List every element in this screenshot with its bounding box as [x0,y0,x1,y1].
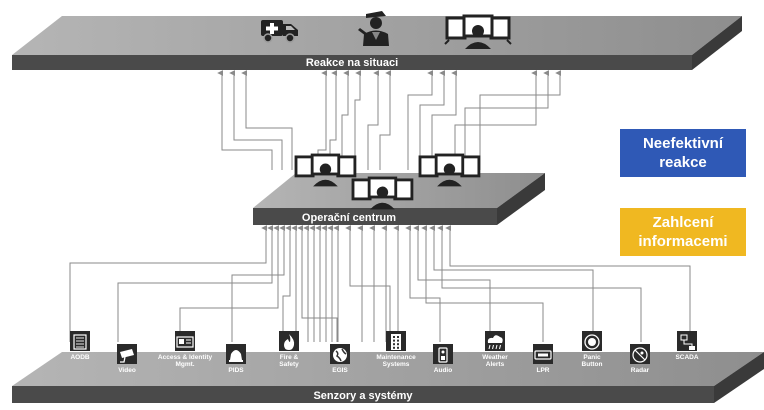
sensor-label: Video [118,367,136,374]
connector-arrow [379,70,392,170]
connector-arrow [429,225,594,342]
connector-arrow [445,225,691,342]
connector-arrow [69,225,268,342]
connector-arrow [405,225,441,342]
sensor-icon-box [630,344,650,364]
connector-arrow [431,70,458,170]
connector-arrow [179,225,280,342]
alarm-bell-icon [229,350,243,362]
connector-arrow [345,225,391,342]
connector-arrow [413,225,491,342]
operator-workstation-icon [418,153,481,187]
sensor-label: Alerts [486,361,505,368]
operator-workstation-icon [351,176,414,210]
sensor-icon-box [175,331,195,351]
connector-arrow [454,70,538,170]
connector-arrow [464,70,550,170]
sensor-label: Fire & [280,354,299,361]
connector-arrow [421,225,544,342]
sensor-icon-box [433,344,453,364]
id-card-icon [176,336,194,348]
sensor-label: Mgmt. [175,361,194,368]
police-officer-icon [358,11,389,46]
connector-arrow [419,70,446,170]
sensor-item: SCADA [675,331,699,361]
sensor-item: LPR [533,344,553,374]
operations-center-label: Operační centrum [302,212,396,224]
sensor-item: PIDS [226,344,246,374]
sensor-item: AODB [70,331,90,361]
connector-arrows [69,70,691,342]
connector-arrow [217,70,273,170]
sensor-label: Maintenance [376,354,416,361]
callout-ineffective-response: Neefektivní reakce [620,129,746,177]
sensor-item: Audio [433,344,453,374]
callout-information-overload: Zahlcení informacemi [620,208,746,256]
connector-arrow [282,225,292,342]
sensor-label: Safety [279,361,299,368]
radar-icon [632,347,648,363]
callout-ineffective-response-line2: reakce [659,154,707,171]
document-icon [73,334,87,350]
sensor-label: SCADA [675,354,698,361]
connector-arrow [367,70,380,170]
connector-arrow [231,225,286,342]
operator-workstation-icon [444,14,512,49]
connector-arrow [407,70,434,170]
operator-workstation-icon [294,153,357,187]
license-plate-icon [534,350,552,360]
ambulance-icon [261,20,298,43]
callout-information-overload-line2: informacemi [638,233,728,250]
connector-arrow [437,225,642,342]
globe-icon [333,348,347,362]
connector-arrow [229,70,283,170]
sensors-plate-label: Senzory a systémy [313,390,413,402]
sensor-item: Fire &Safety [279,331,299,368]
sensor-label: PIDS [228,367,244,374]
sensor-item: Radar [630,344,650,374]
connector-arrow [341,70,350,170]
callout-ineffective-response-line1: Neefektivní [642,135,724,152]
sensor-label: Panic [583,354,601,361]
weather-cloud-icon [487,335,503,350]
sensor-label: Audio [434,367,452,374]
sensor-label: Systems [383,361,410,368]
connector-arrow [354,70,362,170]
connector-arrow [241,70,293,170]
sensor-label: Weather [482,354,508,361]
fire-icon [284,334,295,350]
intercom-icon [438,347,448,363]
cctv-camera-icon [120,349,134,363]
callout-information-overload-line1: Zahlcení [652,214,714,231]
sensor-label: Button [582,361,603,368]
building-icon [391,334,401,350]
sensors-plate: Senzory a systémy [12,352,764,403]
panic-button-icon [584,334,600,350]
sensor-label: Access & Identity [158,354,213,361]
sensor-label: LPR [537,367,550,374]
sensor-icon-box [279,331,299,351]
top-plate-label: Reakce na situaci [306,57,398,69]
sensor-item: EGIS [330,344,350,374]
scada-network-icon [680,334,695,350]
sensor-item: Video [117,344,137,374]
sensor-label: Radar [631,367,650,374]
connector-arrow [479,70,562,170]
connector-arrow [117,225,274,342]
sensor-label: EGIS [332,367,348,374]
sensor-label: AODB [70,354,89,361]
